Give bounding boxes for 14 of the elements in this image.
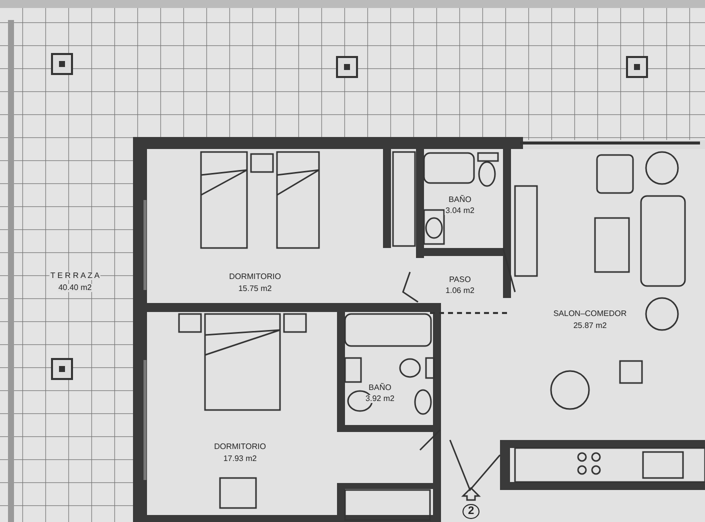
room-label: T E R R A Z A: [49, 272, 101, 280]
room-label: 17.93 m2: [222, 455, 258, 463]
room-label: 40.40 m2: [57, 284, 93, 292]
room-label: DORMITORIO: [213, 443, 267, 451]
room-label: 25.87 m2: [572, 322, 608, 330]
room-label: 3.04 m2: [444, 207, 476, 215]
room-label: 15.75 m2: [237, 285, 273, 293]
room-label: BAÑO: [368, 384, 392, 392]
room-label: SALON–COMEDOR: [552, 310, 628, 318]
room-label: 1.06 m2: [444, 287, 476, 295]
room-label: BAÑO: [448, 196, 472, 204]
room-label: DORMITORIO: [228, 273, 282, 281]
room-label: PASO: [448, 276, 472, 284]
room-label: 3.92 m2: [364, 395, 396, 403]
